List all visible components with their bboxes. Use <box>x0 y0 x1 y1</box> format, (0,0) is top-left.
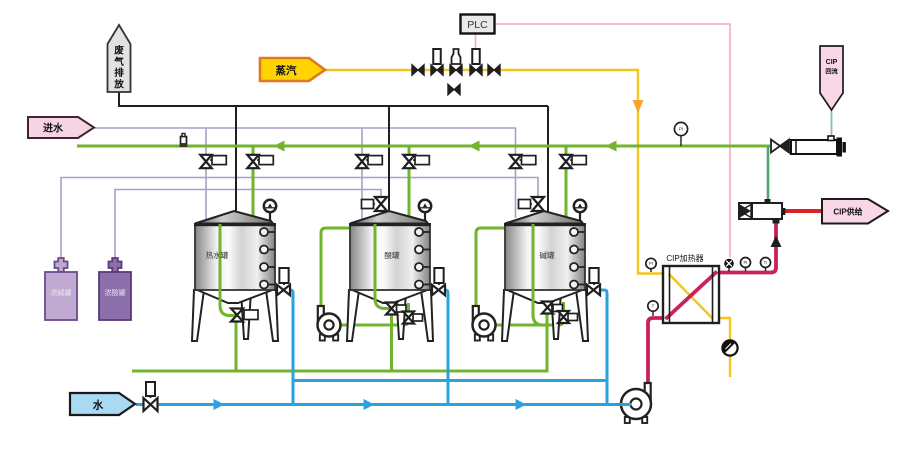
svg-text:T: T <box>652 304 655 309</box>
svg-text:回流: 回流 <box>825 68 838 76</box>
svg-text:碱罐: 碱罐 <box>539 250 555 260</box>
svg-text:蒸汽: 蒸汽 <box>276 64 297 77</box>
svg-text:CIP供给: CIP供给 <box>833 207 862 217</box>
svg-text:气: 气 <box>113 56 124 68</box>
svg-text:放: 放 <box>113 78 124 90</box>
svg-text:热水罐: 热水罐 <box>206 250 229 260</box>
svg-text:PI: PI <box>649 261 653 266</box>
svg-text:进水: 进水 <box>43 122 64 135</box>
svg-text:PI: PI <box>679 127 684 133</box>
svg-text:CIP加热器: CIP加热器 <box>666 253 703 263</box>
svg-text:酸罐: 酸罐 <box>384 250 400 260</box>
svg-text:PI: PI <box>744 260 748 265</box>
svg-text:TI: TI <box>764 260 768 265</box>
svg-text:水: 水 <box>92 399 104 412</box>
svg-text:PLC: PLC <box>467 19 488 31</box>
svg-text:排: 排 <box>114 67 124 79</box>
svg-text:浓酸罐: 浓酸罐 <box>105 288 126 297</box>
svg-text:CIP: CIP <box>826 59 838 66</box>
svg-text:废: 废 <box>114 45 124 57</box>
svg-text:浓碱罐: 浓碱罐 <box>51 288 72 297</box>
